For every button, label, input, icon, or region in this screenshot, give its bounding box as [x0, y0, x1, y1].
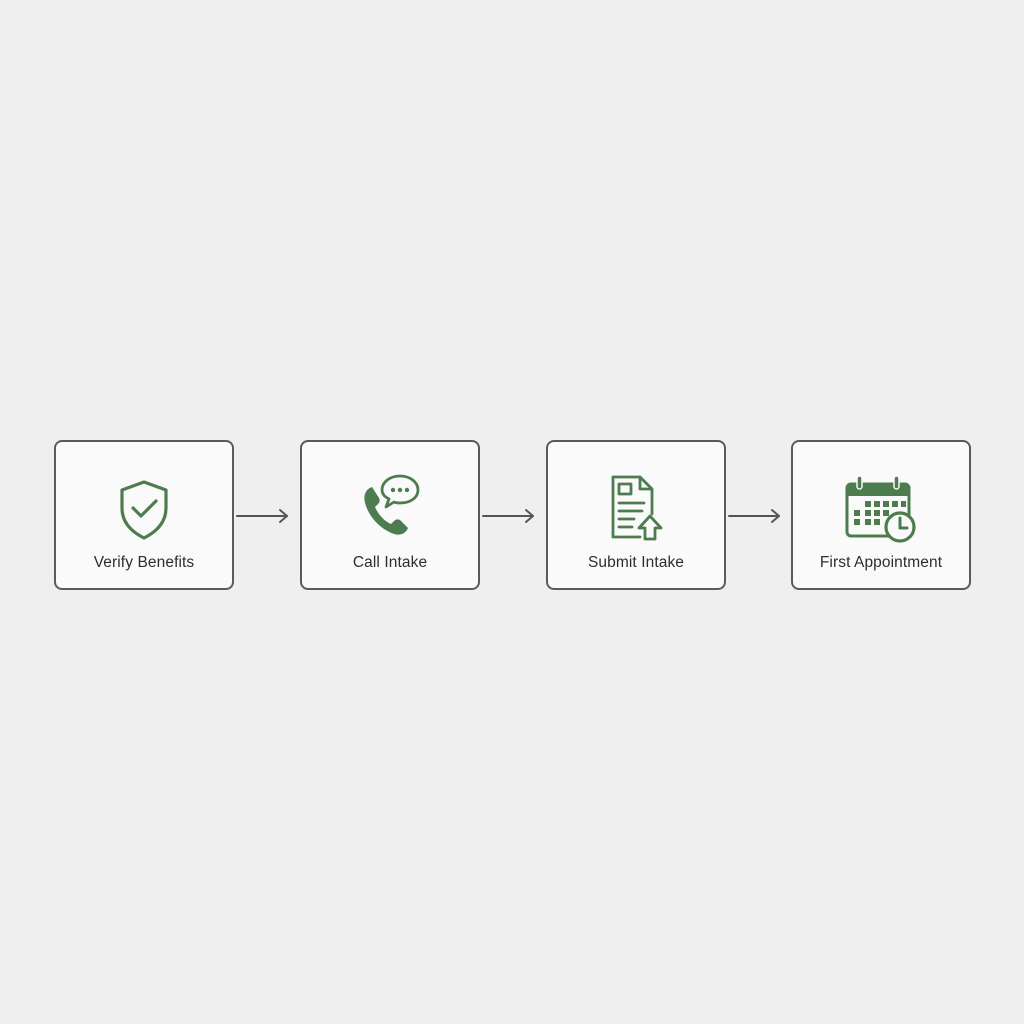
step-card-first-appointment: First Appointment	[791, 440, 971, 590]
step-label: Call Intake	[352, 554, 428, 571]
flow-arrow	[728, 505, 784, 527]
step-card-call-intake: Call Intake	[300, 440, 480, 590]
step-card-submit-intake: Submit Intake	[546, 440, 726, 590]
step-label: First Appointment	[819, 554, 943, 571]
step-card-verify-benefits: Verify Benefits	[54, 440, 234, 590]
document-upload-icon	[596, 470, 676, 550]
phone-chat-icon	[350, 470, 430, 550]
calendar-clock-icon	[841, 470, 921, 550]
shield-check-icon	[104, 470, 184, 550]
flow-arrow	[482, 505, 538, 527]
step-label: Submit Intake	[587, 554, 685, 571]
step-label: Verify Benefits	[93, 554, 195, 571]
flow-arrow	[236, 505, 292, 527]
